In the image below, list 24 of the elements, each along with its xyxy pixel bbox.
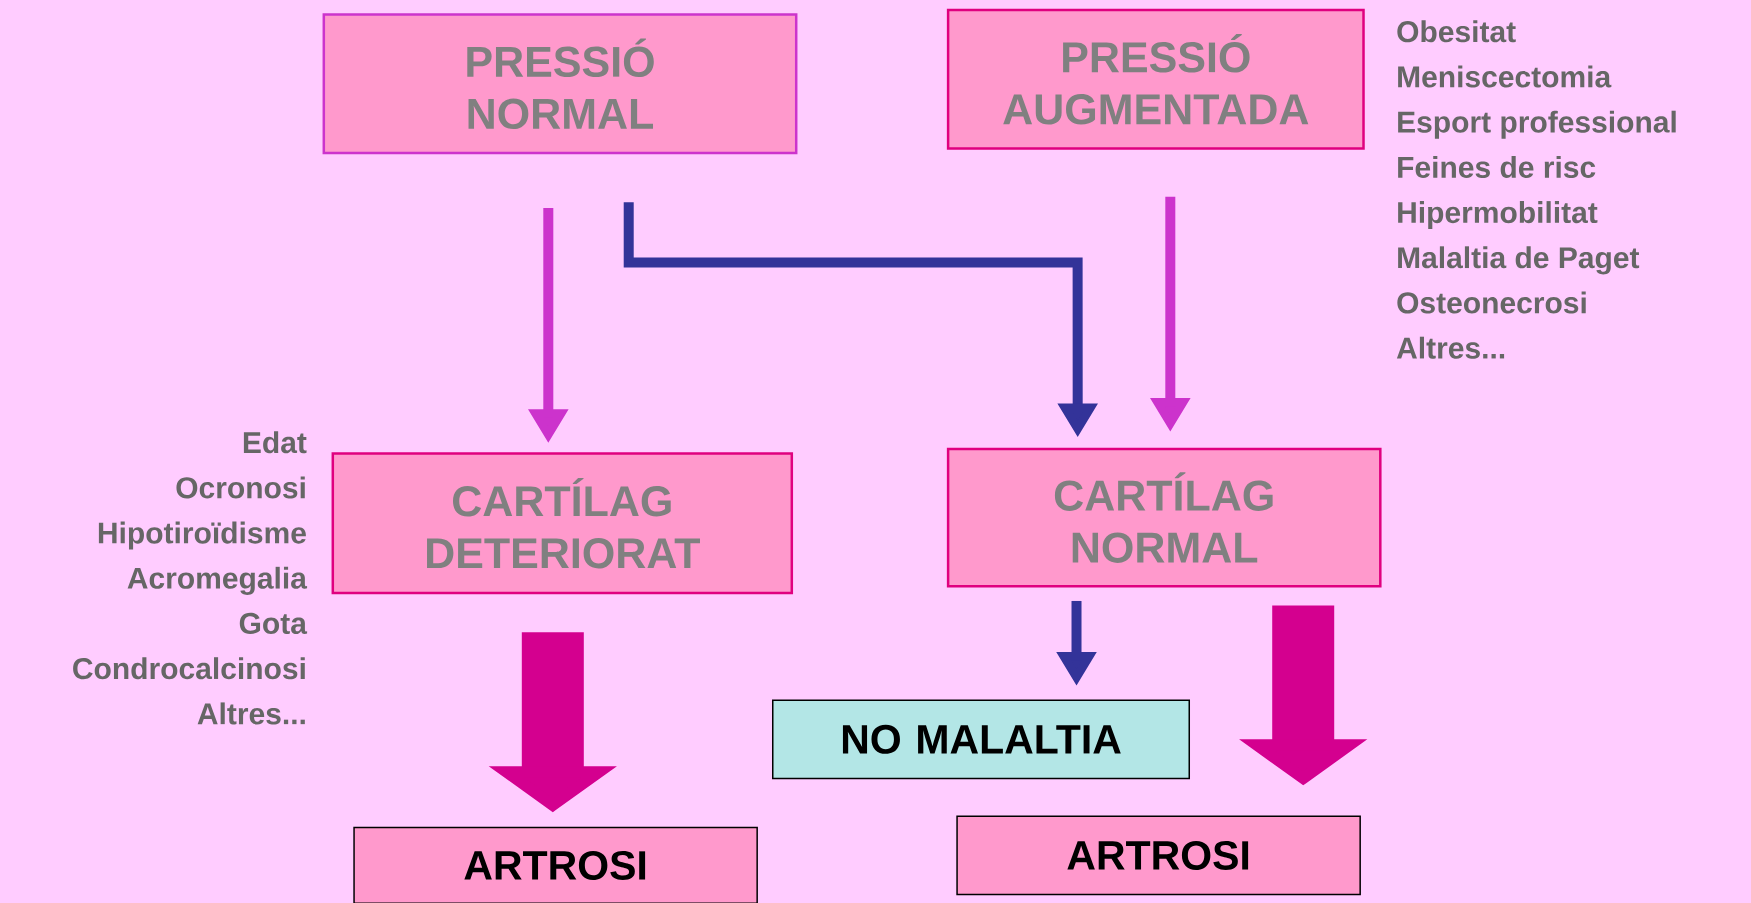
node-label: Obesitat: [1397, 20, 1516, 43]
node-label: Hipotiroïdisme: [98, 521, 306, 550]
node-label: Esport professional: [1398, 110, 1676, 139]
outcome-box: ARTROSI: [353, 826, 758, 903]
diagnosis-box: PRESSIÓ NORMAL: [322, 13, 798, 155]
node-label: Edat: [243, 431, 307, 454]
outcome-box: ARTROSI: [956, 815, 1361, 896]
node-label: Osteonecrosi: [1397, 291, 1586, 314]
diagnosis-box: CARTÍLAG DETERIORAT: [331, 452, 794, 595]
node-label: Meniscectomia: [1398, 65, 1612, 88]
diagnosis-box: PRESSIÓ AUGMENTADA: [946, 8, 1365, 150]
node-label: Hipermobilitat: [1398, 201, 1598, 230]
risk-factor-list: Edat Ocronosi Hipotiroïdisme Acromegalia Gota Condrocalcinosi Altres...: [73, 431, 308, 725]
diagnosis-box: CARTÍLAG NORMAL: [946, 447, 1382, 588]
node-label: Feines de risc: [1398, 155, 1596, 178]
node-label: Condrocalcinosi: [73, 657, 305, 680]
node-label: Gota: [239, 612, 308, 635]
node-label: Altres...: [1396, 336, 1505, 359]
node-label: Acromegalia: [127, 566, 308, 595]
node-label: Altres...: [197, 702, 305, 725]
node-label: Ocronosi: [176, 476, 305, 499]
outcome-box: NO MALALTIA: [772, 699, 1190, 780]
node-label: Malaltia de Paget: [1398, 246, 1640, 275]
risk-factor-list: Obesitat Meniscectomia Esport professional Feines de risc Hipermobilitat Malaltia de Paget Osteonecrosi Altres...: [1396, 20, 1676, 359]
